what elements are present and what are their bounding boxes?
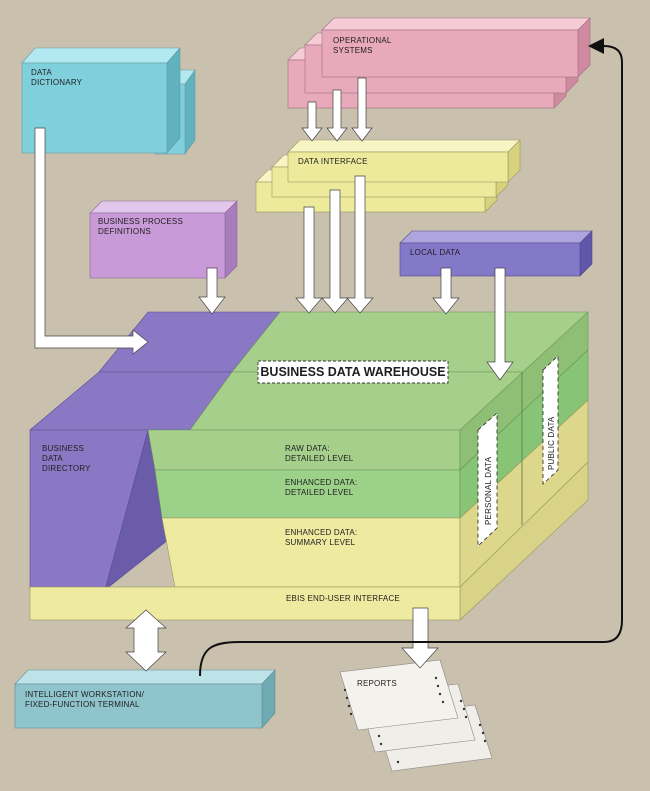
arrow-dictionary-to-directory (34, 127, 149, 355)
enhanced-summary-label: ENHANCED DATA: SUMMARY LEVEL (285, 528, 360, 547)
data-interface-label: DATA INTERFACE (298, 157, 368, 166)
arrow-interface-to-warehouse-1 (295, 206, 323, 314)
arrow-process-to-warehouse (198, 267, 226, 315)
local-data-label: LOCAL DATA (410, 248, 461, 257)
ebis-label: EBIS END-USER INTERFACE (286, 594, 400, 603)
arrow-interface-to-warehouse-3 (346, 175, 374, 314)
warehouse-title: BUSINESS DATA WAREHOUSE (260, 365, 445, 379)
arrow-warehouse-to-reports (401, 607, 439, 669)
arrow-ops-to-interface-1 (301, 101, 323, 142)
business-process-definitions-box: BUSINESS PROCESS DEFINITIONS (89, 200, 238, 279)
workstation-label: INTELLIGENT WORKSTATION/ FIXED-FUNCTION … (25, 690, 146, 709)
reports-label: REPORTS (357, 679, 397, 688)
raw-data-label: RAW DATA: DETAILED LEVEL (285, 444, 354, 463)
arrow-interface-to-warehouse-2 (321, 189, 349, 314)
operational-systems-box: OPERATIONAL SYSTEMS (287, 17, 591, 109)
local-data-box: LOCAL DATA (399, 230, 593, 277)
business-data-directory-label: BUSINESS DATA DIRECTORY (42, 444, 91, 473)
arrow-local-to-warehouse-1 (432, 267, 460, 315)
report-sprocket-holes (343, 676, 487, 764)
reports-stack: REPORTS (339, 659, 493, 772)
workstation-box: INTELLIGENT WORKSTATION/ FIXED-FUNCTION … (14, 669, 276, 729)
arrow-ops-to-interface-3 (351, 77, 373, 142)
data-dictionary-box: DATA DICTIONARY (21, 47, 196, 155)
flow-arrows (34, 77, 514, 672)
personal-data-tag: PERSONAL DATA (477, 412, 498, 547)
arrow-ops-to-interface-2 (326, 89, 348, 142)
svg-text:PERSONAL DATA: PERSONAL DATA (484, 456, 493, 525)
warehouse-front-layers (147, 429, 461, 588)
arrow-local-to-warehouse-2 (486, 267, 514, 381)
public-data-tag: PUBLIC DATA (542, 355, 559, 485)
operational-systems-label: OPERATIONAL SYSTEMS (333, 36, 394, 55)
business-data-directory-block: BUSINESS DATA DIRECTORY (29, 429, 169, 591)
feedback-line-workstation-to-ops (199, 38, 623, 677)
arrow-warehouse-workstation (125, 609, 167, 672)
business-process-label: BUSINESS PROCESS DEFINITIONS (98, 217, 185, 236)
ebis-end-user-interface-layer: EBIS END-USER INTERFACE (29, 586, 461, 621)
enhanced-detailed-label: ENHANCED DATA: DETAILED LEVEL (285, 478, 360, 497)
svg-text:PUBLIC DATA: PUBLIC DATA (547, 416, 556, 470)
warehouse-title-box: BUSINESS DATA WAREHOUSE (257, 360, 449, 384)
data-interface-box: DATA INTERFACE (255, 139, 521, 213)
data-dictionary-label: DATA DICTIONARY (31, 68, 83, 87)
